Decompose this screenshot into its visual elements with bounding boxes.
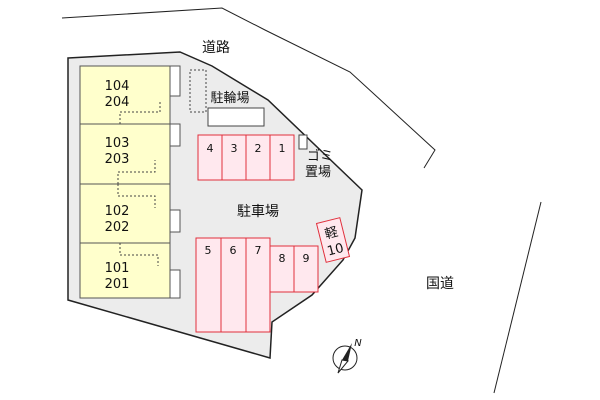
parking-space <box>197 134 223 181</box>
parking-space <box>269 134 295 181</box>
kei-space-number: 10 <box>326 241 346 260</box>
parking-space <box>220 237 247 333</box>
entrance-recess <box>169 209 181 233</box>
parking-space-number: 7 <box>255 244 262 257</box>
road-edge-line <box>61 7 436 169</box>
road-label: 道路 <box>202 40 230 56</box>
compass-needle-south <box>337 359 349 374</box>
parking-space <box>221 134 247 181</box>
kei-space-kanji: 軽 <box>323 225 339 243</box>
unit-block <box>79 65 171 125</box>
national-road-label: 国道 <box>426 276 454 292</box>
garbage-label-line2: 置場 <box>305 165 331 180</box>
parking-space-number: 5 <box>205 244 212 257</box>
unit-label-top: 103 <box>105 136 130 151</box>
bicycle-parking-label: 駐輪場 <box>210 90 249 106</box>
garbage-label-line1: ゴミ <box>307 148 333 164</box>
unit-block <box>79 123 171 185</box>
apartment-building <box>79 65 181 299</box>
parking-space <box>269 245 295 293</box>
unit-label-top: 102 <box>105 204 130 219</box>
bicycle-parking-area <box>207 107 265 127</box>
unit-label-bottom: 202 <box>105 220 130 235</box>
compass-needle-north <box>342 343 352 361</box>
kei-parking-space <box>315 217 351 263</box>
garbage-area <box>298 134 308 150</box>
unit-label-top: 101 <box>105 261 130 276</box>
parking-space-number: 2 <box>255 142 262 155</box>
parking-row-lower <box>195 237 319 333</box>
national-road-line <box>493 201 542 394</box>
unit-label-top: 104 <box>105 79 130 94</box>
parking-space-number: 1 <box>279 142 286 155</box>
stair-outline <box>117 160 156 184</box>
bicycle-shed-outline <box>189 69 207 113</box>
compass: N <box>332 338 362 374</box>
stair-outline <box>119 100 161 124</box>
entrance-recess <box>169 269 181 299</box>
unit-label-bottom: 203 <box>105 152 130 167</box>
parking-space-number: 3 <box>231 142 238 155</box>
compass-north-label: N <box>354 338 362 349</box>
parking-space-number: 4 <box>207 142 214 155</box>
stair-outline <box>117 184 156 208</box>
parking-space <box>293 245 319 293</box>
entrance-recess <box>169 123 181 147</box>
unit-label-bottom: 201 <box>105 277 130 292</box>
parking-space <box>245 134 271 181</box>
entrance-recess <box>169 65 181 97</box>
parking-lot-label: 駐車場 <box>237 203 279 220</box>
stair-outline <box>119 243 159 266</box>
unit-label-bottom: 204 <box>105 95 130 110</box>
parking-space-number: 6 <box>230 244 237 257</box>
parking-row-upper <box>197 134 295 181</box>
unit-block <box>79 183 171 244</box>
parking-space-number: 8 <box>279 252 286 265</box>
parking-space-number: 9 <box>303 252 310 265</box>
kei-car-space: 軽 10 <box>315 217 351 263</box>
